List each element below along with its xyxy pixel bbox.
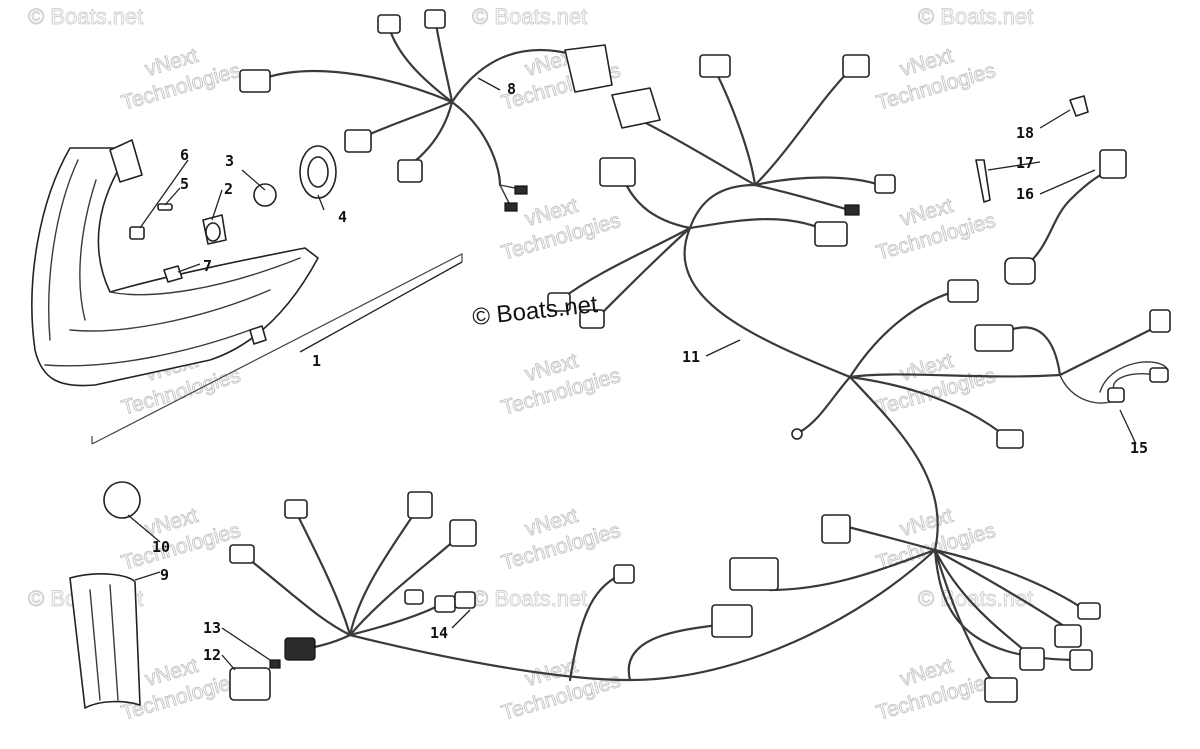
connector	[1149, 309, 1171, 333]
connector	[397, 159, 423, 183]
connector-part-16	[1099, 149, 1127, 179]
connector	[407, 491, 433, 519]
ring-part-10	[103, 481, 141, 519]
connector	[729, 557, 779, 591]
callout-1: 1	[312, 352, 321, 370]
harness-part-8	[239, 9, 613, 212]
connector-part-15b	[1107, 387, 1125, 403]
connector-part-14	[434, 595, 456, 613]
ground-terminal	[791, 428, 803, 440]
callout-15: 15	[1130, 439, 1148, 457]
connector	[996, 429, 1024, 449]
terminal	[844, 204, 860, 216]
connector	[984, 677, 1018, 703]
connector	[821, 514, 851, 544]
connector	[1069, 649, 1093, 671]
callout-8: 8	[507, 80, 516, 98]
watermark-boats: © Boats.net	[472, 4, 587, 29]
connector	[711, 604, 753, 638]
tie-strap-part-17	[975, 159, 991, 203]
connector	[377, 14, 401, 34]
callout-10: 10	[152, 538, 170, 556]
fuse-part-13	[269, 659, 281, 669]
connector	[449, 519, 477, 547]
callout-6: 6	[180, 146, 189, 164]
connector-part-15	[1149, 367, 1169, 383]
leader-lines	[127, 77, 1137, 671]
terminal	[514, 185, 528, 195]
retainer-part-7	[163, 265, 183, 283]
connector	[547, 292, 571, 312]
connector	[974, 324, 1014, 352]
housing-clip	[249, 325, 267, 345]
headlight-cowl	[31, 147, 319, 387]
connector	[613, 564, 635, 584]
boot-inner	[307, 156, 329, 188]
connector	[239, 69, 271, 93]
bulb-and-hardware	[129, 145, 337, 283]
retaining-ring-part-3	[253, 183, 277, 207]
watermark-boats: © Boats.net	[472, 586, 587, 611]
callout-18: 18	[1016, 124, 1034, 142]
connector	[947, 279, 979, 303]
callout-14: 14	[430, 624, 448, 642]
lower-harness	[229, 491, 1101, 703]
headlight-housing	[31, 139, 463, 445]
connector	[1077, 602, 1101, 620]
assembly-bracket-line	[91, 253, 463, 445]
callout-13: 13	[203, 619, 221, 637]
connector	[284, 499, 308, 519]
bulb-clip-part-6	[129, 226, 145, 240]
housing-tab	[109, 139, 143, 183]
callout-numbers: 1 2 3 4 5 6 7 8 9 10 11 12 13 14 15 16 1…	[152, 80, 1148, 664]
connector	[599, 157, 636, 187]
screw-part-5	[157, 203, 173, 211]
connector	[842, 54, 870, 78]
connector	[579, 309, 605, 329]
callout-2: 2	[224, 180, 233, 198]
callout-9: 9	[160, 566, 169, 584]
watermark-boats: © Boats.net	[918, 4, 1033, 29]
terminal	[504, 202, 518, 212]
callout-12: 12	[203, 646, 221, 664]
connector-block	[611, 87, 661, 129]
connector	[699, 54, 731, 78]
harness-part-11	[547, 54, 1171, 552]
connector	[229, 544, 255, 564]
clip-part-18	[1069, 95, 1089, 117]
connector	[344, 129, 372, 153]
connector	[404, 589, 424, 605]
relay-block	[564, 44, 613, 93]
connector	[874, 174, 896, 194]
callout-5: 5	[180, 175, 189, 193]
callout-7: 7	[203, 257, 212, 275]
connector	[1019, 647, 1045, 671]
fuse-holder-part-12	[229, 667, 271, 701]
connector-part-16-end	[1004, 257, 1036, 285]
right-side-parts	[975, 95, 1169, 403]
connector	[814, 221, 848, 247]
callout-4: 4	[338, 208, 347, 226]
bulb-glass	[205, 222, 221, 242]
watermark-boats: © Boats.net	[28, 4, 143, 29]
connector	[1054, 624, 1082, 648]
fuse-block	[284, 637, 316, 661]
callout-16: 16	[1016, 185, 1034, 203]
callout-17: 17	[1016, 154, 1034, 172]
loom-and-ring	[69, 481, 141, 709]
connector	[424, 9, 446, 29]
callout-3: 3	[225, 152, 234, 170]
callout-11: 11	[682, 348, 700, 366]
sleeve-part-9	[69, 573, 141, 709]
connector-part-14b	[454, 591, 476, 609]
